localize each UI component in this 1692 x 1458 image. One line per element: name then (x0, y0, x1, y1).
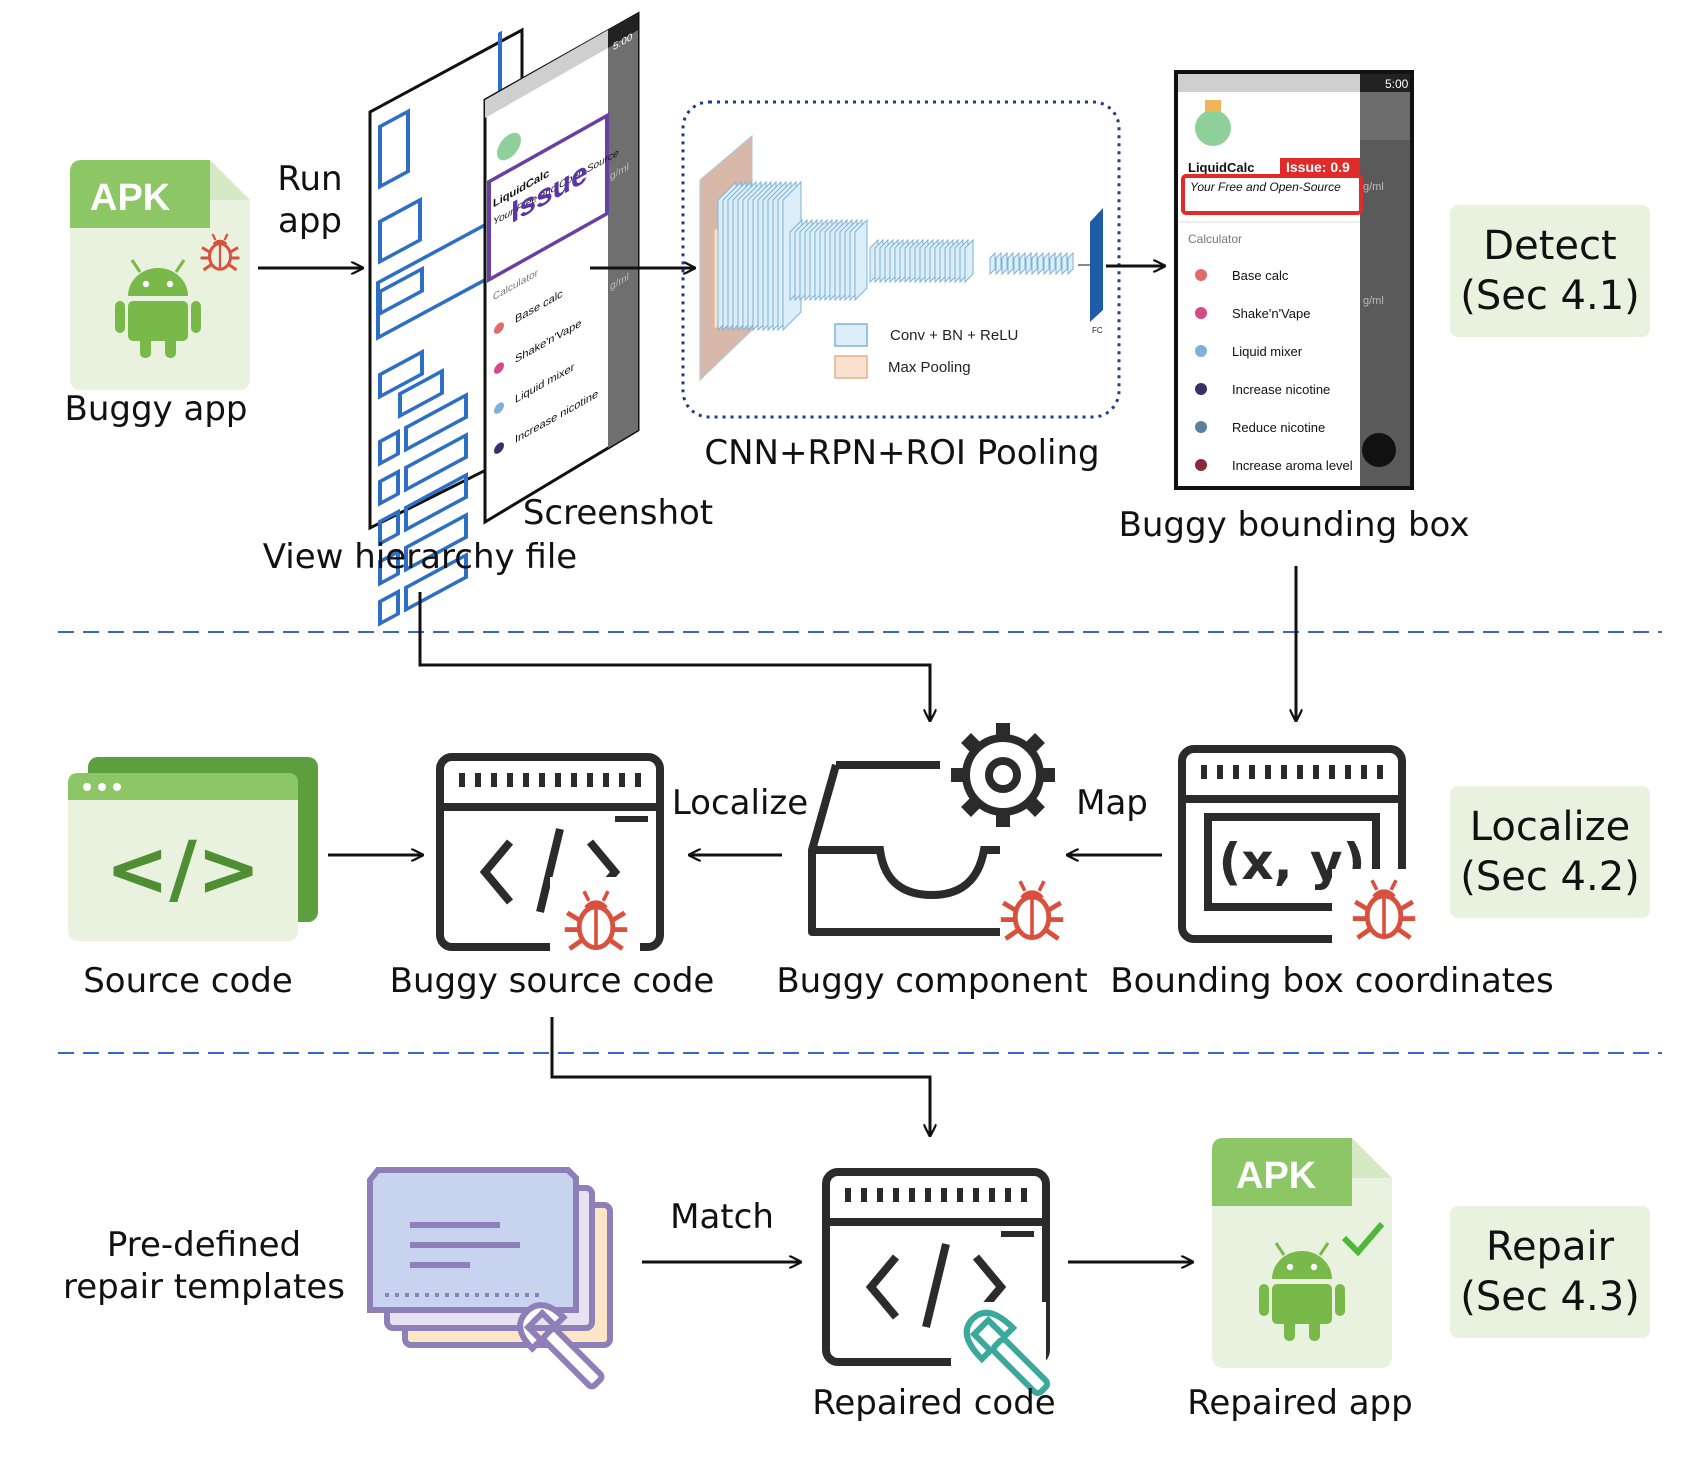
stage-localize-title: Localize (1469, 804, 1631, 850)
wrench-icon (517, 1302, 605, 1390)
label-run: Run (277, 159, 343, 199)
cnn-layer (854, 218, 868, 302)
issue-label: Issue: 0.9 (1286, 159, 1350, 175)
repaired-code-icon (826, 1172, 1051, 1397)
apk-text: APK (1236, 1155, 1317, 1197)
label-repaired-code: Repaired code (812, 1383, 1056, 1423)
label-buggy-source-code: Buggy source code (389, 961, 715, 1001)
label-repaired-app: Repaired app (1187, 1383, 1413, 1423)
arrow-buggy-source-to-repaired (550, 1017, 930, 1135)
repair-templates-icon (367, 1167, 613, 1390)
cnn-network: Conv + BN + ReLU Max Pooling FC (699, 134, 1103, 382)
apk-text: APK (90, 177, 171, 219)
source-code-icon: </> (68, 757, 318, 941)
phone-screenshot: 5:00 LiquidCalc Issue: 0.9 Your Free and… (1174, 70, 1414, 490)
label-templates-2: repair templates (63, 1267, 345, 1307)
stage-repair: Repair (Sec 4.3) (1450, 1206, 1650, 1338)
label-cnn: CNN+RPN+ROI Pooling (704, 433, 1100, 473)
buggy-component-icon (808, 723, 1068, 950)
cnn-layer (1025, 251, 1032, 276)
label-bbox-coordinates: Bounding box coordinates (1110, 961, 1554, 1001)
label-buggy-app: Buggy app (64, 389, 248, 429)
phone-time: 5:00 (1385, 77, 1409, 91)
label-screenshot: Screenshot (522, 493, 714, 533)
repaired-apk-icon: APK (1212, 1138, 1392, 1368)
cnn-layer (1031, 251, 1038, 276)
cnn-layer (1037, 251, 1044, 276)
phone-item-icon (1195, 421, 1207, 433)
cnn-layer (1007, 251, 1014, 276)
label-templates-1: Pre-defined (106, 1225, 302, 1265)
buggy-source-code-icon (440, 757, 660, 967)
check-icon (1341, 1222, 1385, 1257)
legend-fc: FC (1092, 326, 1103, 335)
bbox-coordinates-icon: (x, y) (1178, 745, 1415, 951)
stage-detect-title: Detect (1483, 223, 1617, 269)
stage-repair-section: (Sec 4.3) (1460, 1274, 1640, 1320)
cnn-layer (1049, 251, 1056, 276)
phone-item-icon (1195, 383, 1207, 395)
cnn-layer (1001, 251, 1008, 276)
cnn-layer (989, 251, 996, 276)
stage-localize-section: (Sec 4.2) (1460, 854, 1640, 900)
code-glyph: </> (105, 824, 260, 913)
label-source-code: Source code (83, 961, 293, 1001)
phone-unit-2: g/ml (1363, 295, 1384, 307)
label-view-hierarchy: View hierarchy file (262, 537, 578, 577)
stage-localize: Localize (Sec 4.2) (1450, 786, 1650, 918)
stage-repair-title: Repair (1485, 1224, 1615, 1270)
phone-item-label: Liquid mixer (1232, 344, 1303, 359)
phone-item-icon (1195, 307, 1207, 319)
phone-item-label: Reduce nicotine (1232, 420, 1325, 435)
cnn-layer (995, 251, 1002, 276)
phone-app-name: LiquidCalc (1188, 160, 1254, 175)
phone-item-label: Shake'n'Vape (1232, 306, 1310, 321)
cnn-layer (1067, 251, 1074, 276)
wrench-icon (963, 1309, 1051, 1397)
cnn-layer (1013, 251, 1020, 276)
phone-section: Calculator (1188, 232, 1242, 246)
arrow-hierarchy-to-component (418, 592, 930, 720)
phone-item-icon (1195, 459, 1207, 471)
label-app: app (278, 201, 342, 241)
phone-item-label: Increase nicotine (1232, 382, 1330, 397)
phone-subtitle: Your Free and Open-Source (1190, 180, 1341, 194)
stage-detect-section: (Sec 4.1) (1460, 273, 1640, 319)
screenshot-page: 5:00 LiquidCalc Your Free and Open-Sourc… (483, 11, 640, 525)
cnn-layer (1043, 251, 1050, 276)
phone-item-icon (1195, 345, 1207, 357)
cnn-layer (1061, 251, 1068, 276)
phone-item-label: Base calc (1232, 268, 1289, 283)
label-match: Match (670, 1197, 774, 1237)
cnn-layer (1019, 251, 1026, 276)
legend-pool: Max Pooling (888, 359, 971, 376)
cnn-layer (964, 238, 974, 284)
phone-item-label: Increase aroma level (1232, 458, 1353, 473)
cnn-layer (1055, 251, 1062, 276)
phone-item-icon (1195, 269, 1207, 281)
label-buggy-bounding-box: Buggy bounding box (1118, 505, 1470, 545)
phone-unit-1: g/ml (1363, 181, 1384, 193)
cnn-box (681, 100, 1121, 419)
label-buggy-component: Buggy component (776, 961, 1088, 1001)
stage-detect: Detect (Sec 4.1) (1450, 205, 1650, 337)
buggy-apk-icon: APK (70, 160, 250, 390)
legend-conv: Conv + BN + ReLU (890, 327, 1018, 344)
gear-icon (951, 723, 1055, 827)
label-map: Map (1076, 783, 1148, 823)
label-localize: Localize (671, 783, 809, 823)
